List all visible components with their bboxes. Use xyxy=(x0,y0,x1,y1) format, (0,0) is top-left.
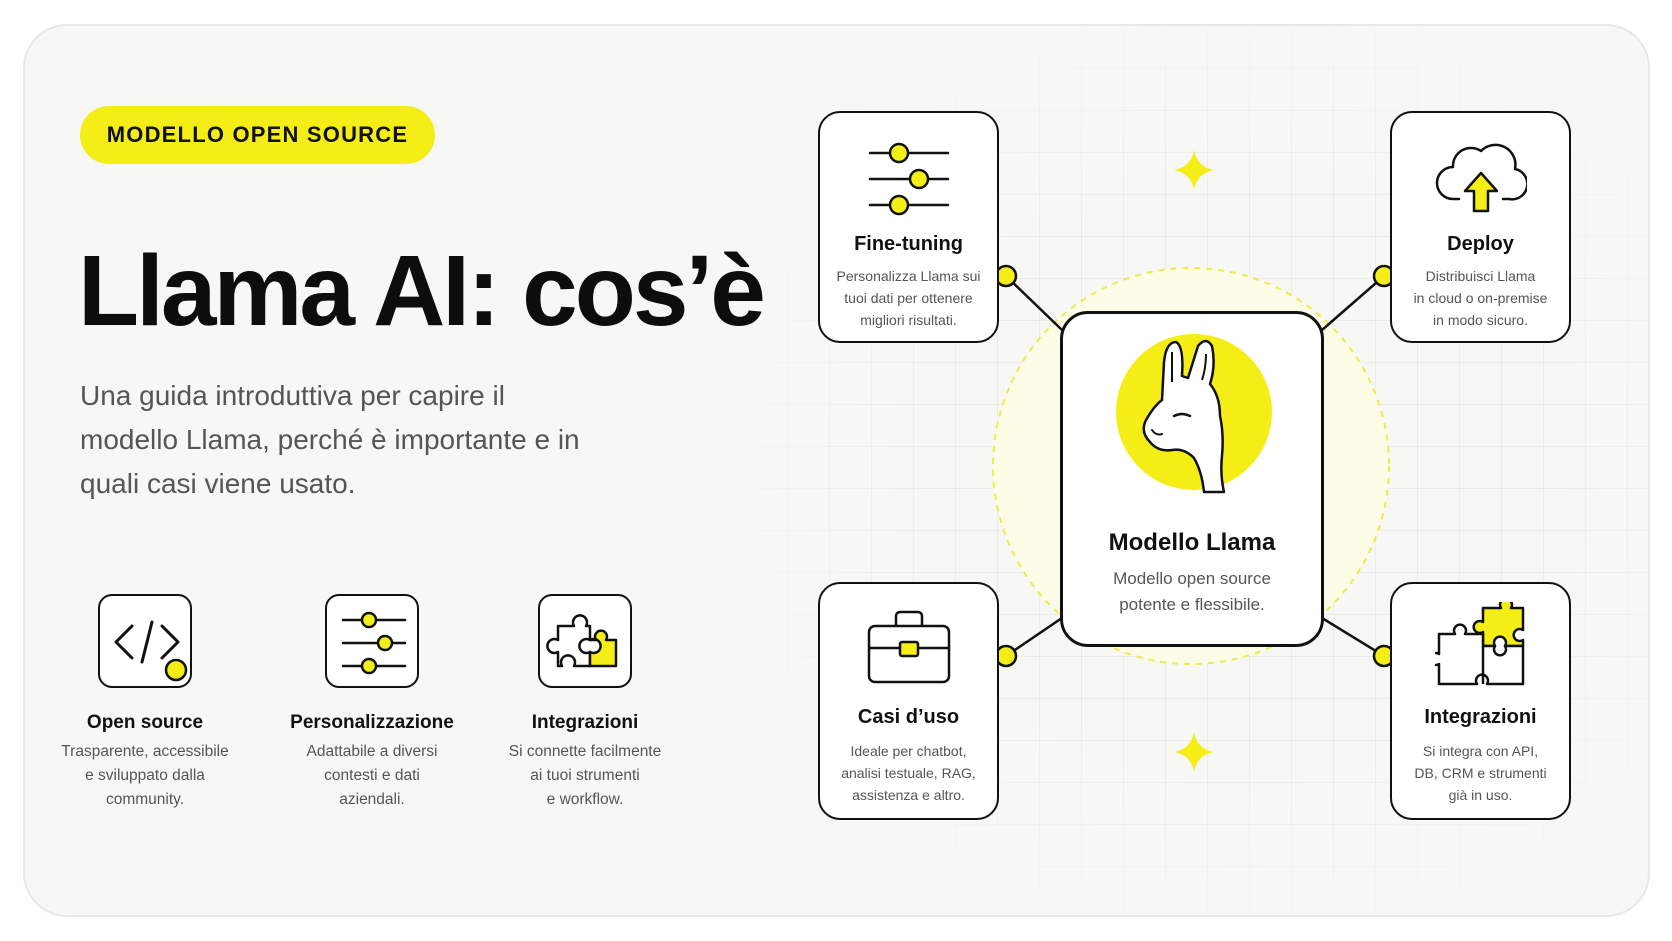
node-title: Deploy xyxy=(1447,233,1514,255)
feature-personalizzazione: Personalizzazione Adattabile a diversi c… xyxy=(262,594,482,812)
node-title: Casi d’uso xyxy=(857,706,960,728)
node-description: Ideale per chatbot, analisi testuale, RA… xyxy=(841,743,976,803)
puzzle-icon xyxy=(538,594,632,688)
llama-icon xyxy=(1063,332,1321,507)
feature-integrazioni: Integrazioni Si connette facilmente ai t… xyxy=(475,594,695,812)
feature-description: Si connette facilmente ai tuoi strumenti… xyxy=(508,743,662,808)
sliders-icon xyxy=(325,594,419,688)
feature-title: Integrazioni xyxy=(531,712,639,733)
feature-title: Open source xyxy=(86,712,204,733)
page-title: Llama AI: cos’è xyxy=(78,235,766,347)
code-icon xyxy=(98,594,192,688)
node-integrazioni: Integrazioni Si integra con API, DB, CRM… xyxy=(1390,582,1571,820)
node-description: Si integra con API, DB, CRM e strumenti … xyxy=(1414,743,1547,803)
node-title: Fine-tuning xyxy=(854,233,963,255)
feature-description: Trasparente, accessibile e sviluppato da… xyxy=(61,743,229,808)
feature-open-source: Open source Trasparente, accessibile e s… xyxy=(35,594,255,812)
page-subtitle: Una guida introduttiva per capire il mod… xyxy=(80,380,580,499)
cloud-upload-icon xyxy=(1392,137,1569,226)
node-description: Modello open source potente e flessibile… xyxy=(1113,569,1271,614)
node-modello-llama: Modello Llama Modello open source potent… xyxy=(1060,311,1324,647)
puzzle-icon xyxy=(1392,597,1569,695)
feature-title: Personalizzazione xyxy=(290,712,454,733)
category-badge: MODELLO OPEN SOURCE xyxy=(80,106,435,164)
node-description: Personalizza Llama sui tuoi dati per ott… xyxy=(836,268,981,328)
feature-description: Adattabile a diversi contesti e dati azi… xyxy=(306,743,438,808)
node-title: Modello Llama xyxy=(1108,529,1276,556)
node-casi-uso: Casi d’uso Ideale per chatbot, analisi t… xyxy=(818,582,999,820)
node-fine-tuning: Fine-tuning Personalizza Llama sui tuoi … xyxy=(818,111,999,343)
node-deploy: Deploy Distribuisci Llama in cloud o on-… xyxy=(1390,111,1571,343)
node-description: Distribuisci Llama in cloud o on-premise… xyxy=(1413,268,1548,328)
sliders-icon xyxy=(820,139,997,224)
briefcase-icon xyxy=(820,604,997,695)
node-title: Integrazioni xyxy=(1424,706,1537,728)
